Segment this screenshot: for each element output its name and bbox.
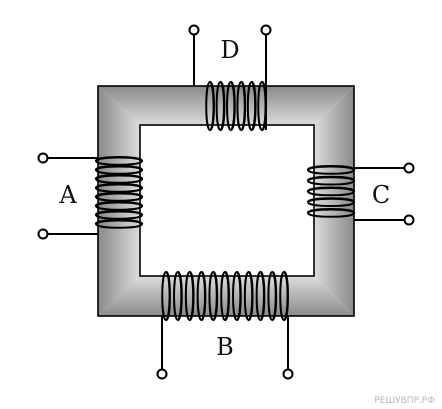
- coil-a-turn: [94, 192, 144, 199]
- coil-label-a: A: [58, 181, 77, 209]
- terminal-a-bottom: [37, 228, 49, 240]
- coil-a-turn: [94, 210, 144, 217]
- coil-a-turn: [94, 201, 144, 208]
- coil-c-turn: [306, 197, 356, 204]
- coil-b-turn-back: [279, 271, 285, 321]
- coil-b-turn-back: [184, 271, 191, 321]
- coil-c-turns: [306, 165, 356, 218]
- coil-c-turn: [306, 165, 356, 172]
- coil-b-turn-back: [208, 271, 215, 321]
- coil-b-turn-back: [161, 271, 167, 321]
- coil-d-turn-back: [246, 81, 253, 131]
- coil-d-turn: [229, 80, 236, 132]
- coil-b-turn: [188, 270, 195, 322]
- coil-b-turn: [271, 270, 278, 322]
- coil-b-turns: [161, 270, 289, 322]
- coil-label-b: B: [216, 333, 234, 361]
- terminal-a-top: [37, 152, 49, 164]
- terminal-c-bottom: [403, 214, 415, 226]
- coil-d: [193, 34, 267, 132]
- coil-b-turn-back: [220, 271, 226, 321]
- terminal-b-right: [282, 368, 294, 380]
- coil-a-turn-back: [95, 160, 143, 166]
- watermark: РЕШУВПР.РФ: [374, 396, 435, 406]
- coil-b-turn: [212, 270, 219, 322]
- coil-d-turn-back: [226, 81, 232, 131]
- coil-c-turn-back: [307, 169, 355, 175]
- coil-b-turn: [223, 270, 230, 322]
- coil-c-turn: [306, 208, 356, 215]
- coil-c-turn-back: [307, 190, 355, 197]
- coil-label-c: C: [372, 181, 390, 209]
- coil-d-turn-back: [236, 81, 243, 131]
- coil-a-turn-back: [95, 178, 143, 184]
- coil-a: [47, 156, 144, 235]
- coil-b: [161, 270, 289, 370]
- coil-a-turns: [94, 156, 144, 229]
- coil-b-turn-back: [267, 271, 274, 321]
- coil-a-turn: [94, 165, 144, 172]
- coil-a-turn: [94, 156, 144, 163]
- coil-b-turn: [259, 270, 266, 322]
- coil-c: [306, 165, 405, 221]
- coil-c-turn: [306, 175, 356, 182]
- coil-a-turn-back: [95, 205, 143, 211]
- coil-d-turn: [240, 80, 247, 132]
- terminal-c-top: [403, 162, 415, 174]
- coil-b-turn: [164, 270, 171, 322]
- terminal-d-left: [188, 24, 200, 36]
- coil-b-turn: [282, 270, 289, 322]
- coil-d-turn-back: [257, 81, 263, 131]
- coil-d-turn: [219, 80, 226, 132]
- coil-c-turn-back: [307, 212, 355, 218]
- coil-a-turn-back: [95, 196, 143, 202]
- transformer-core: [97, 85, 355, 317]
- coil-a-turn: [94, 219, 144, 226]
- coil-c-turn-back: [307, 201, 355, 207]
- coil-b-turn-back: [173, 271, 179, 321]
- coil-b-turn: [247, 270, 254, 322]
- coil-b-turn-back: [232, 271, 238, 321]
- coil-b-turn-back: [196, 271, 203, 321]
- coil-d-turn: [250, 80, 257, 132]
- coil-d-turn-back: [205, 81, 211, 131]
- coil-b-turn-back: [243, 271, 250, 321]
- coil-b-turn: [235, 270, 242, 322]
- coil-a-turn-back: [95, 214, 143, 220]
- coil-a-turn: [94, 183, 144, 190]
- coil-d-turn-back: [215, 81, 222, 131]
- terminal-d-right: [260, 24, 272, 36]
- coil-a-turn-back: [95, 187, 143, 193]
- coil-c-turn-back: [307, 179, 355, 186]
- coil-b-turn-back: [255, 271, 262, 321]
- terminal-b-left: [156, 368, 168, 380]
- coil-b-turn: [176, 270, 183, 322]
- coil-a-turn-back: [95, 169, 143, 175]
- coil-d-turn: [208, 80, 215, 132]
- coil-b-turn: [200, 270, 207, 322]
- coil-a-turn: [94, 174, 144, 181]
- coil-label-d: D: [220, 36, 239, 64]
- coil-c-turn: [306, 186, 356, 193]
- coil-a-turn-back: [95, 223, 143, 229]
